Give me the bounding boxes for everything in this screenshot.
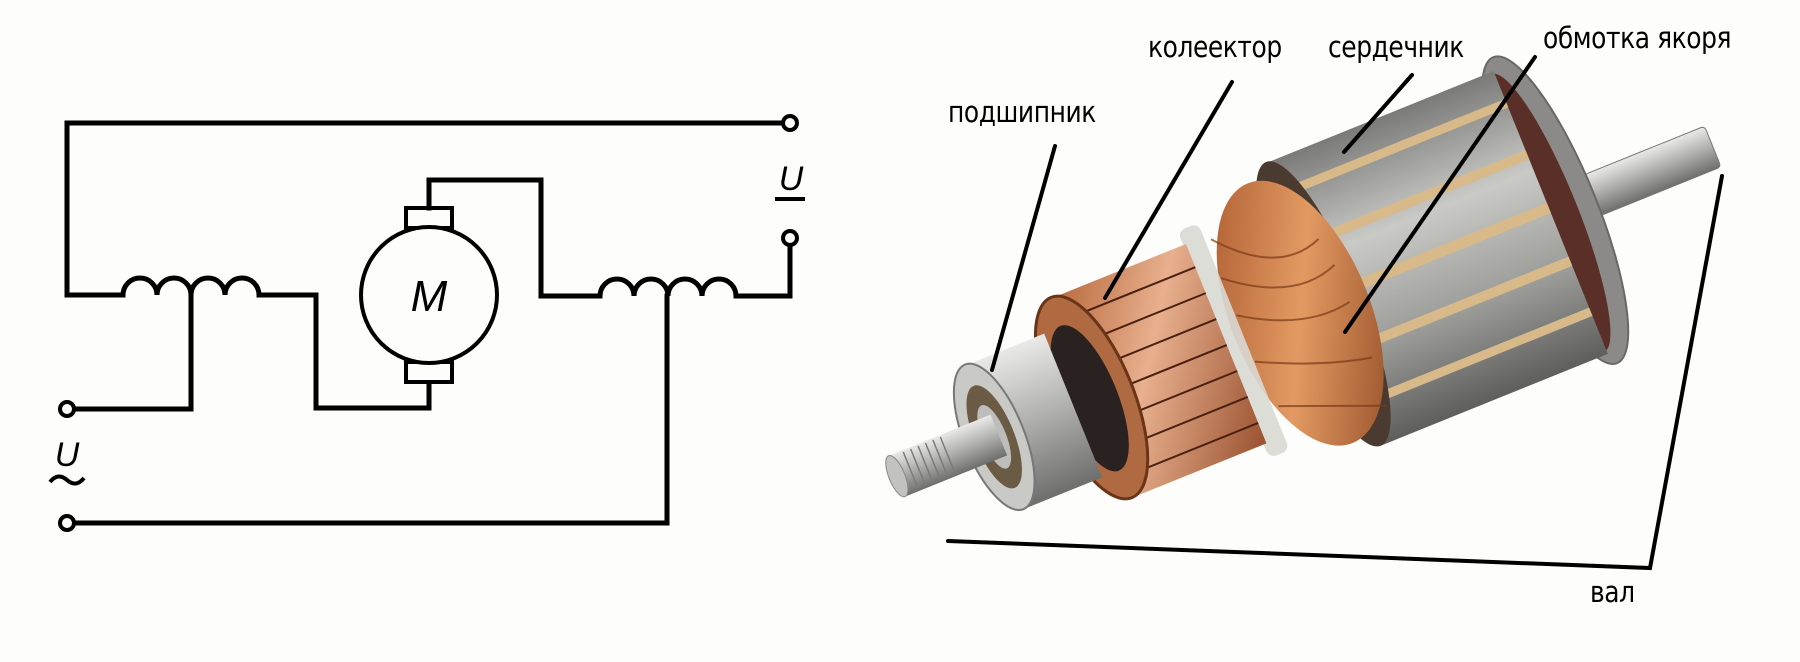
universal-motor-schematic: M U U bbox=[48, 114, 805, 532]
right-coil-to-dc-wire bbox=[733, 241, 793, 299]
right-center-tap-wire bbox=[70, 293, 670, 526]
winding-label: обмотка якоря bbox=[1543, 21, 1732, 55]
left-coil-to-motor-wire bbox=[256, 292, 432, 411]
bearing-leader-line bbox=[990, 144, 1057, 372]
commutator-label: колеектор bbox=[1148, 30, 1282, 64]
commutator bbox=[1051, 243, 1267, 498]
shaft-end bbox=[885, 455, 909, 498]
core-leader-line bbox=[1342, 73, 1414, 154]
armature-assembly bbox=[885, 55, 1721, 512]
commutator-leader-line bbox=[1103, 80, 1234, 300]
ac-terminal-top bbox=[58, 400, 76, 418]
motor-label: M bbox=[411, 272, 448, 321]
motor-to-right-coil-wire bbox=[426, 177, 603, 299]
tie-band bbox=[1179, 225, 1288, 456]
top-wire bbox=[64, 120, 787, 298]
dc-voltage-label: U bbox=[779, 160, 804, 198]
ac-voltage-label: U bbox=[55, 436, 80, 474]
dc-terminal-bottom bbox=[781, 229, 799, 247]
bearing-label: подшипник bbox=[948, 95, 1096, 129]
shaft-label: вал bbox=[1590, 575, 1635, 609]
core-label: сердечник bbox=[1328, 30, 1464, 64]
motor-symbol: M bbox=[359, 206, 499, 384]
left-center-tap-wire bbox=[70, 292, 194, 412]
commutator-hub bbox=[1050, 325, 1129, 472]
bearing bbox=[965, 333, 1103, 510]
ac-terminal-bottom bbox=[58, 514, 76, 532]
shaft-leader-line bbox=[946, 174, 1724, 571]
winding-leader-line bbox=[1343, 55, 1537, 334]
ac-symbol-icon bbox=[48, 474, 86, 486]
dc-terminal-top bbox=[781, 114, 799, 132]
